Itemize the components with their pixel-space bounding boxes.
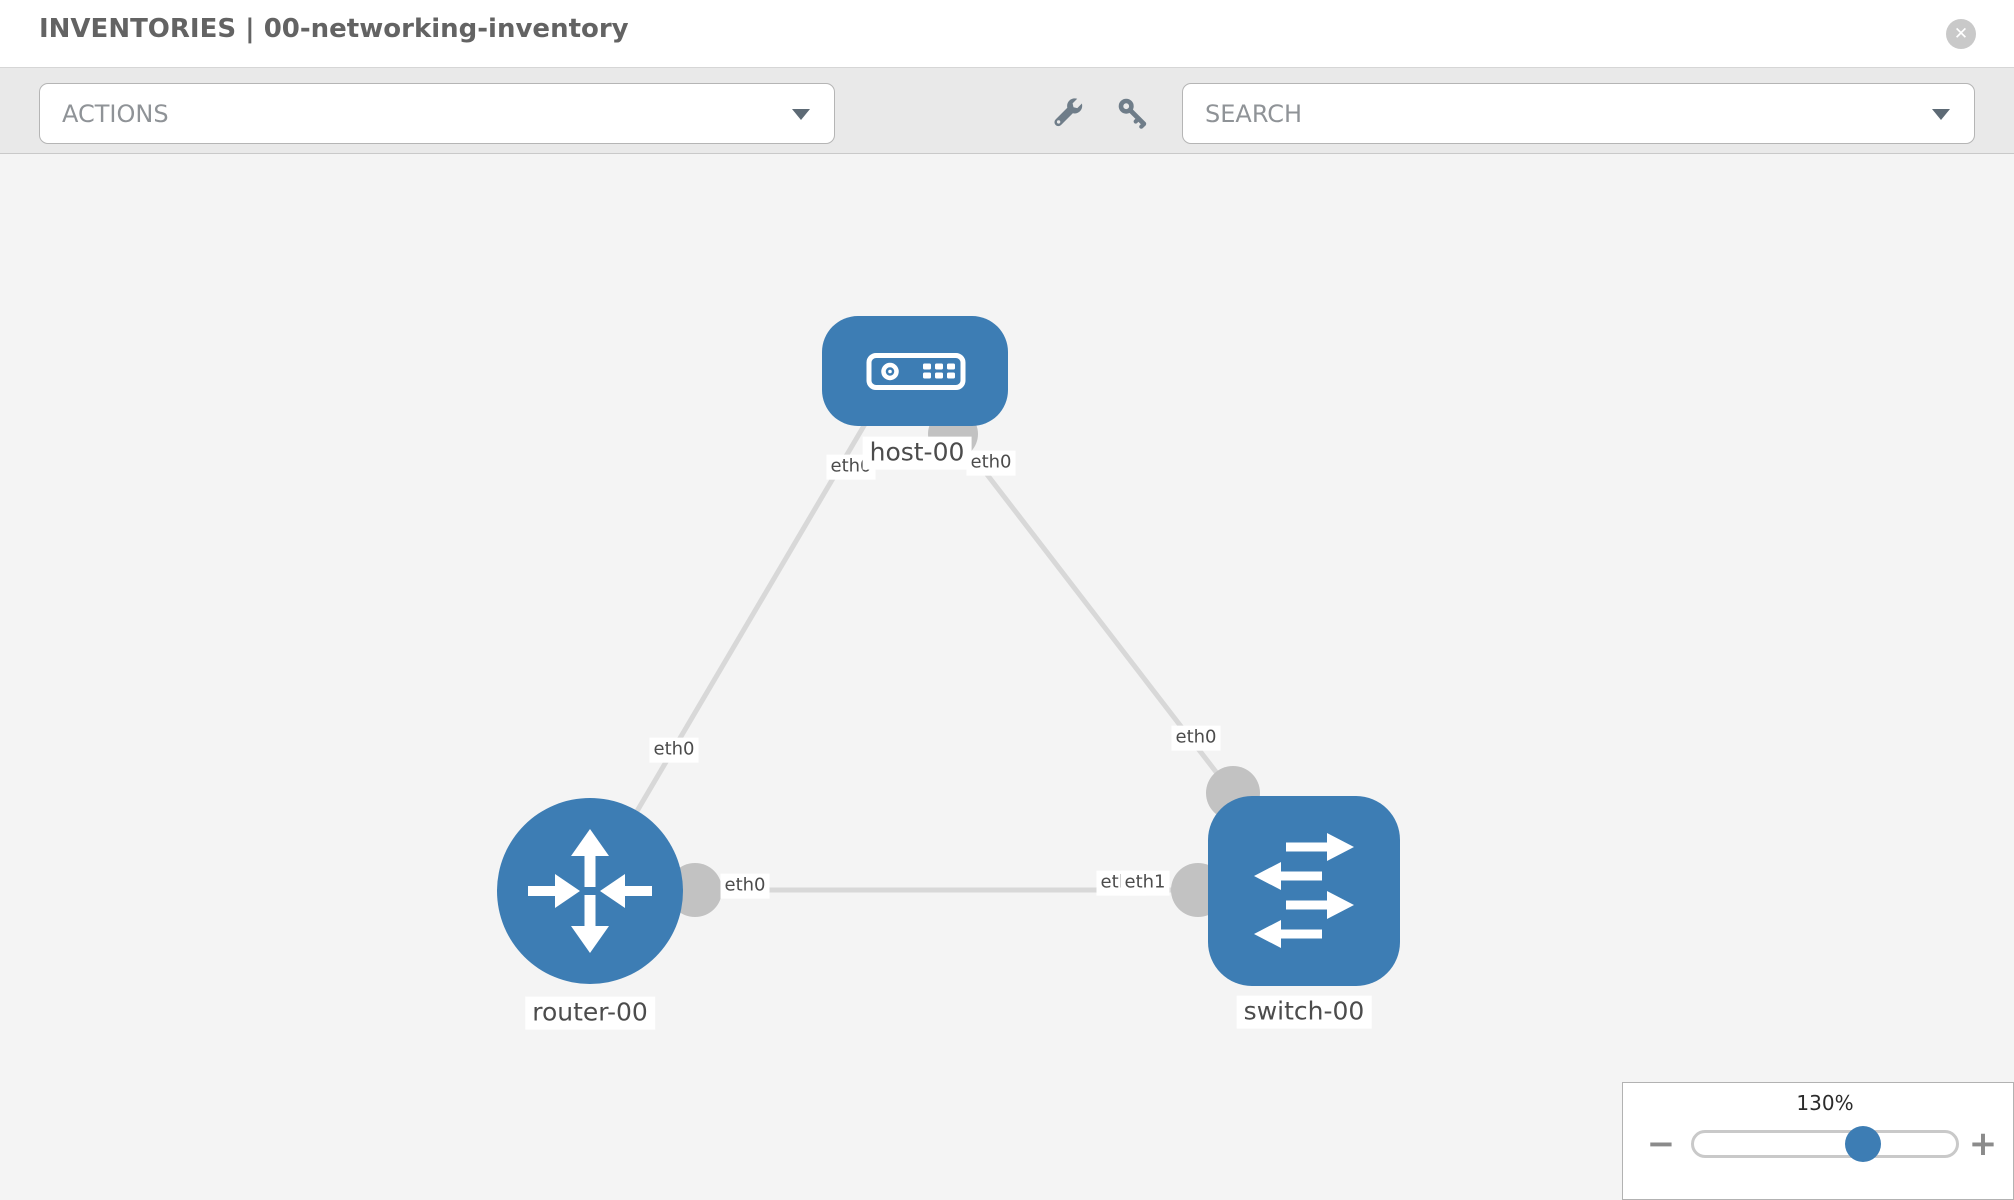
key-icon xyxy=(1117,97,1149,129)
interface-label: eth0 xyxy=(966,450,1016,476)
links xyxy=(587,422,1235,893)
host-icon xyxy=(866,353,966,390)
page-title: INVENTORIES | 00-networking-inventory xyxy=(39,14,629,44)
zoom-out-button[interactable]: − xyxy=(1646,1124,1676,1164)
node-label-host: host-00 xyxy=(862,436,972,470)
interface-label: eth0 xyxy=(1171,725,1221,751)
chevron-down-icon xyxy=(792,108,810,120)
chevron-down-icon xyxy=(1932,108,1950,120)
actions-dropdown-label: ACTIONS xyxy=(62,99,169,128)
zoom-slider-track[interactable] xyxy=(1691,1130,1959,1158)
node-switch[interactable] xyxy=(1208,796,1400,986)
zoom-slider-handle[interactable] xyxy=(1845,1126,1881,1162)
search-dropdown-label: SEARCH xyxy=(1205,99,1303,128)
node-host[interactable] xyxy=(822,316,1008,426)
router-icon xyxy=(528,829,652,953)
topology-canvas[interactable]: eth0 eth0 eth0 eth0 eth0 eth0 eth1 host-… xyxy=(0,154,2014,1200)
interface-label: eth0 xyxy=(649,737,699,763)
interface-label: eth0 xyxy=(826,454,876,480)
toolbar: ACTIONS xyxy=(0,68,2014,154)
interface-connectors xyxy=(668,409,1260,917)
node-label-switch: switch-00 xyxy=(1236,995,1372,1029)
interface-label: eth1 xyxy=(1120,870,1170,896)
close-icon: ✕ xyxy=(1953,23,1969,44)
wrench-icon xyxy=(1051,97,1083,129)
close-button[interactable]: ✕ xyxy=(1946,19,1976,49)
credentials-button[interactable] xyxy=(1110,90,1156,136)
search-dropdown[interactable]: SEARCH xyxy=(1182,83,1975,144)
switch-icon xyxy=(1254,833,1354,948)
configure-tools-button[interactable] xyxy=(1044,90,1090,136)
node-label-router: router-00 xyxy=(525,996,655,1030)
zoom-panel: 130% − + xyxy=(1622,1082,2014,1200)
zoom-level: 130% xyxy=(1796,1091,1854,1115)
interface-label: eth0 xyxy=(720,873,770,899)
actions-dropdown[interactable]: ACTIONS xyxy=(39,83,835,144)
header: INVENTORIES | 00-networking-inventory ✕ xyxy=(0,0,2014,68)
node-router[interactable] xyxy=(497,798,683,984)
zoom-in-button[interactable]: + xyxy=(1968,1124,1998,1164)
